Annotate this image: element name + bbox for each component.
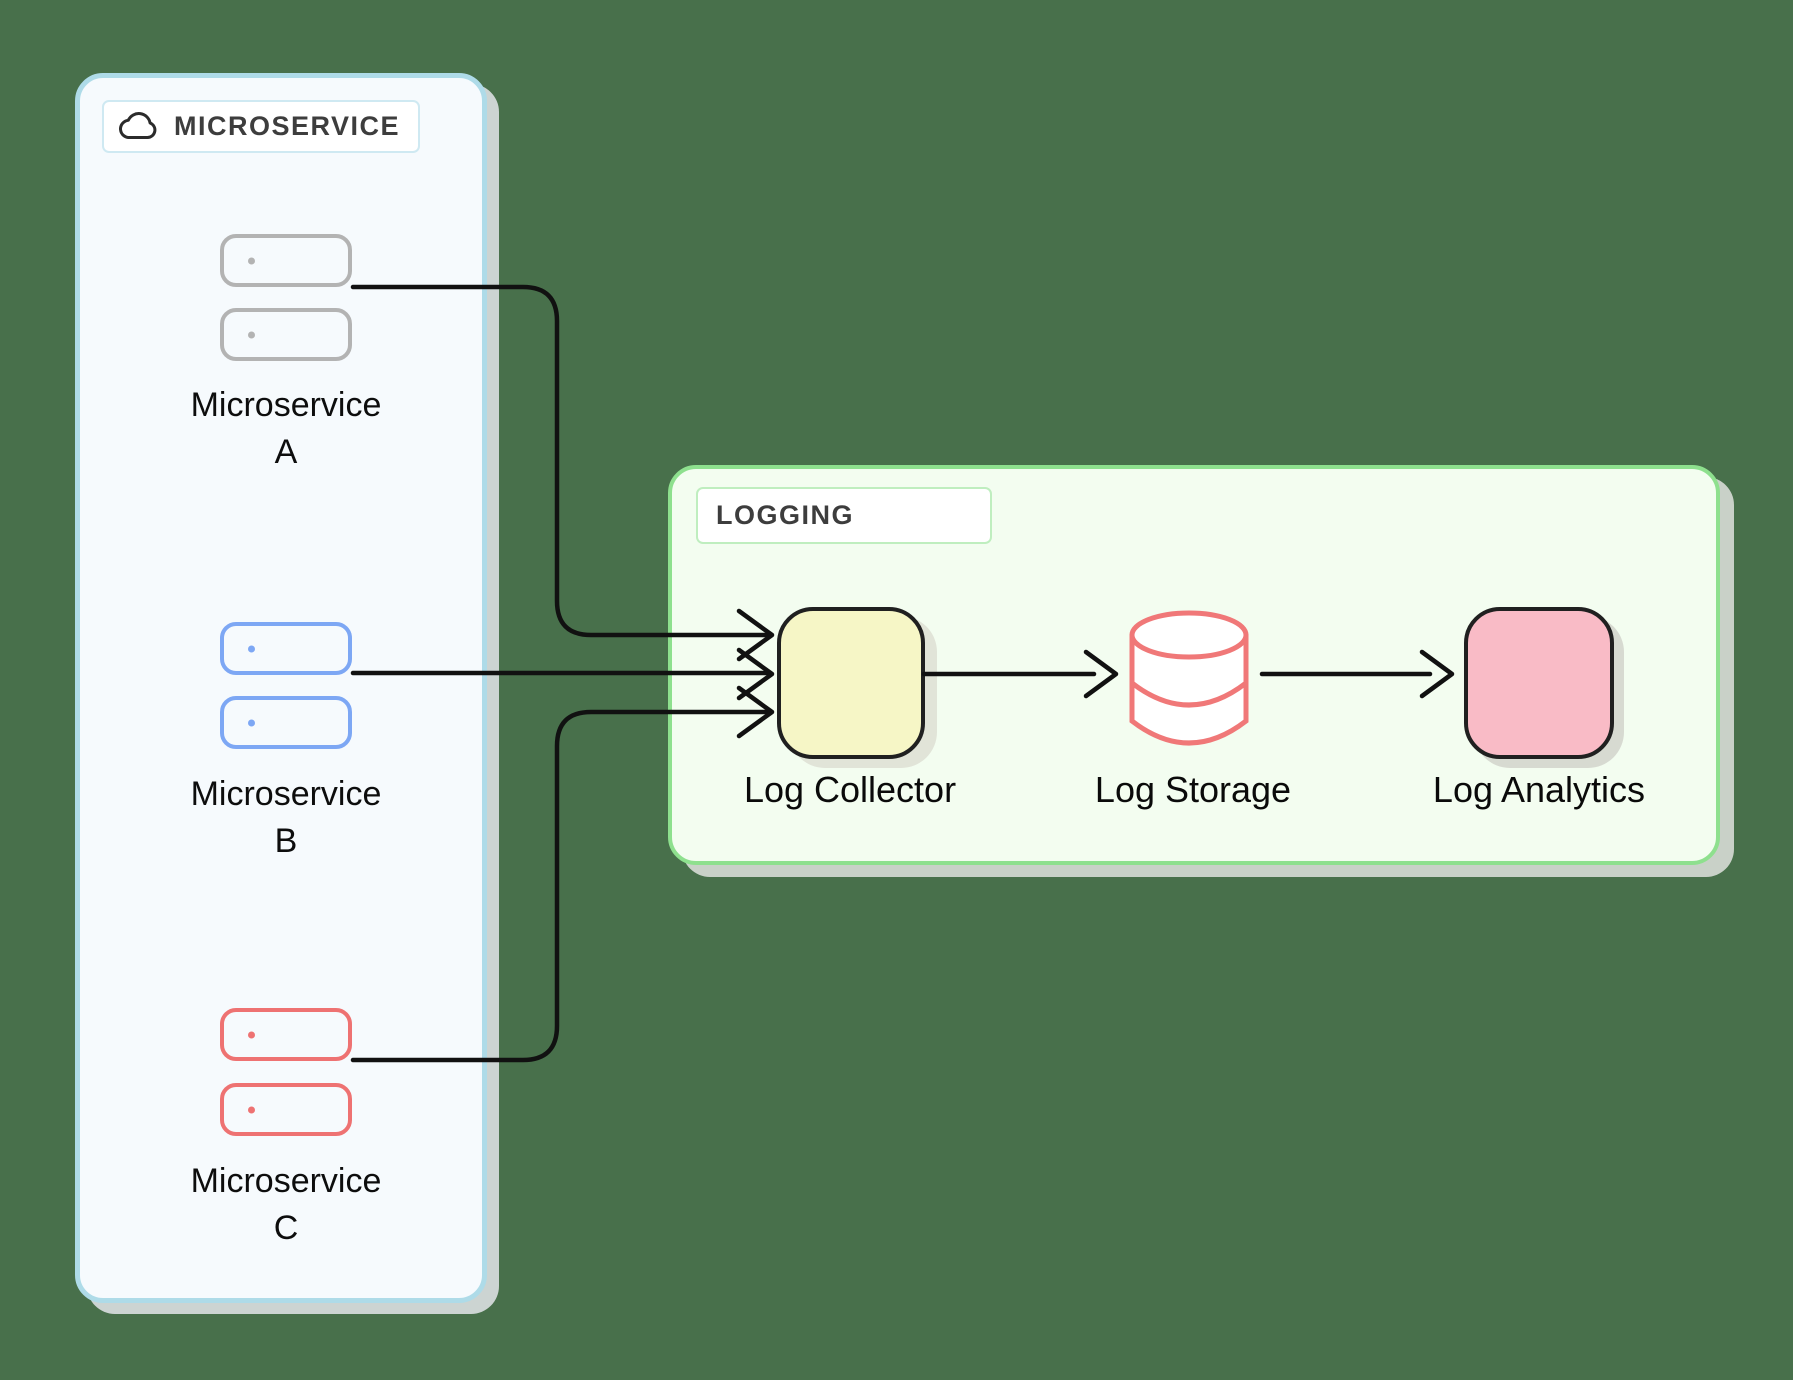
- microservice-a-label: Microservice A: [140, 382, 432, 476]
- instance-dot: [248, 1031, 255, 1038]
- microservice-a-instance-2: [220, 308, 352, 361]
- instance-dot: [248, 257, 255, 264]
- microservice-c-instance-1: [220, 1008, 352, 1061]
- microservice-b-instance-2: [220, 696, 352, 749]
- log-analytics-label: Log Analytics: [1432, 769, 1646, 810]
- instance-dot: [248, 645, 255, 652]
- microservice-c-label: Microservice C: [140, 1158, 432, 1252]
- log-collector-label: Log Collector: [743, 769, 957, 810]
- logging-container: LOGGING Log Collector Log Storage Log An…: [668, 465, 1720, 865]
- microservice-a-name: Microservice: [190, 386, 382, 424]
- instance-dot: [248, 719, 255, 726]
- microservice-container-label: MICROSERVICE: [102, 100, 420, 153]
- log-collector-node: [777, 607, 925, 759]
- logging-container-title: LOGGING: [716, 500, 854, 530]
- microservice-b-name: Microservice: [190, 775, 382, 813]
- microservice-c-name: Microservice: [190, 1162, 382, 1200]
- log-analytics-node: [1464, 607, 1614, 759]
- microservice-a-instance-1: [220, 234, 352, 287]
- instance-dot: [248, 331, 255, 338]
- cloud-icon: [118, 111, 162, 143]
- microservice-container: MICROSERVICE Microservice A Microservice…: [75, 73, 487, 1303]
- log-storage-label: Log Storage: [1094, 769, 1292, 810]
- microservice-b-instance-1: [220, 622, 352, 675]
- microservice-c-letter: C: [273, 1209, 299, 1247]
- microservice-c-instance-2: [220, 1083, 352, 1136]
- microservice-container-title: MICROSERVICE: [174, 111, 401, 141]
- logging-container-label: LOGGING: [696, 487, 992, 544]
- microservice-b-letter: B: [274, 822, 298, 860]
- instance-dot: [248, 1106, 255, 1113]
- microservice-a-letter: A: [274, 433, 298, 471]
- microservice-b-label: Microservice B: [140, 771, 432, 865]
